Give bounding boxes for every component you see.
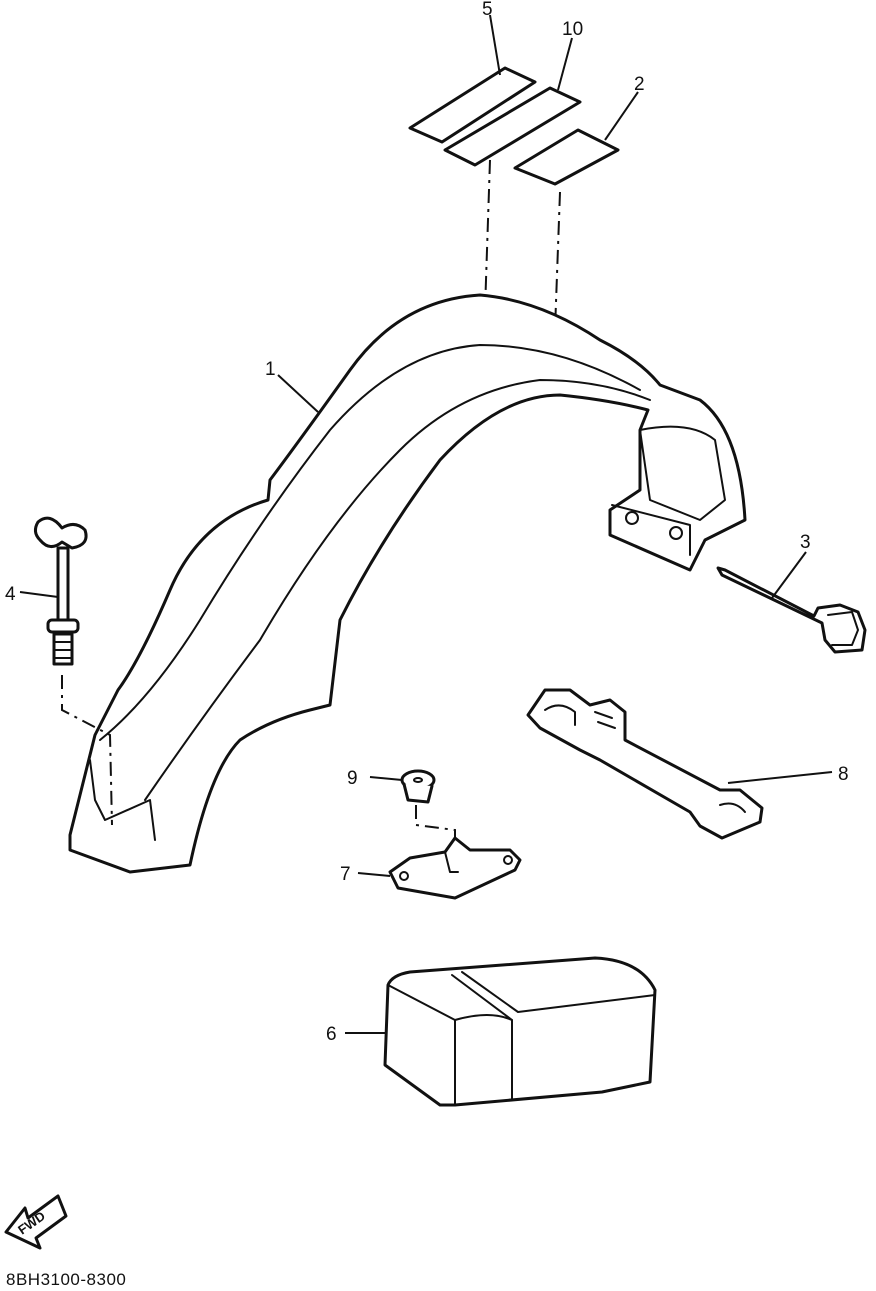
rear-fender [68, 293, 747, 874]
plate [388, 836, 522, 900]
forward-arrow-icon: FWD [4, 1194, 68, 1250]
leader-9 [369, 776, 403, 781]
part-number-1: 1 [265, 359, 276, 380]
part-number-5: 5 [482, 0, 493, 20]
decal-10 [443, 86, 582, 167]
box [383, 956, 657, 1107]
part-number-8: 8 [838, 764, 849, 785]
leader-7 [357, 872, 391, 877]
leader-3 [771, 551, 807, 599]
drawing-code: 8BH3100-8300 [6, 1270, 127, 1289]
part-number-4: 4 [5, 584, 16, 605]
leader-10 [557, 37, 573, 91]
leader-4 [19, 591, 59, 598]
part-number-3: 3 [800, 532, 811, 553]
leader-2 [604, 91, 639, 141]
bracket [526, 688, 764, 840]
leader-5 [489, 14, 501, 76]
leader-1 [277, 374, 319, 413]
leader-8 [727, 771, 833, 784]
part-number-10: 10 [562, 19, 583, 40]
guide-line-wing-bolt [61, 675, 113, 826]
decal-2 [513, 128, 620, 186]
guide-line-decal-2 [552, 191, 561, 386]
part-number-9: 9 [347, 768, 358, 789]
decal-5 [408, 66, 537, 144]
wing-bolt [33, 516, 88, 666]
part-number-6: 6 [326, 1024, 337, 1045]
grommet [400, 769, 436, 804]
rod [716, 566, 867, 654]
guide-line-grommet [415, 805, 456, 885]
part-number-2: 2 [634, 74, 645, 95]
part-number-7: 7 [340, 864, 351, 885]
